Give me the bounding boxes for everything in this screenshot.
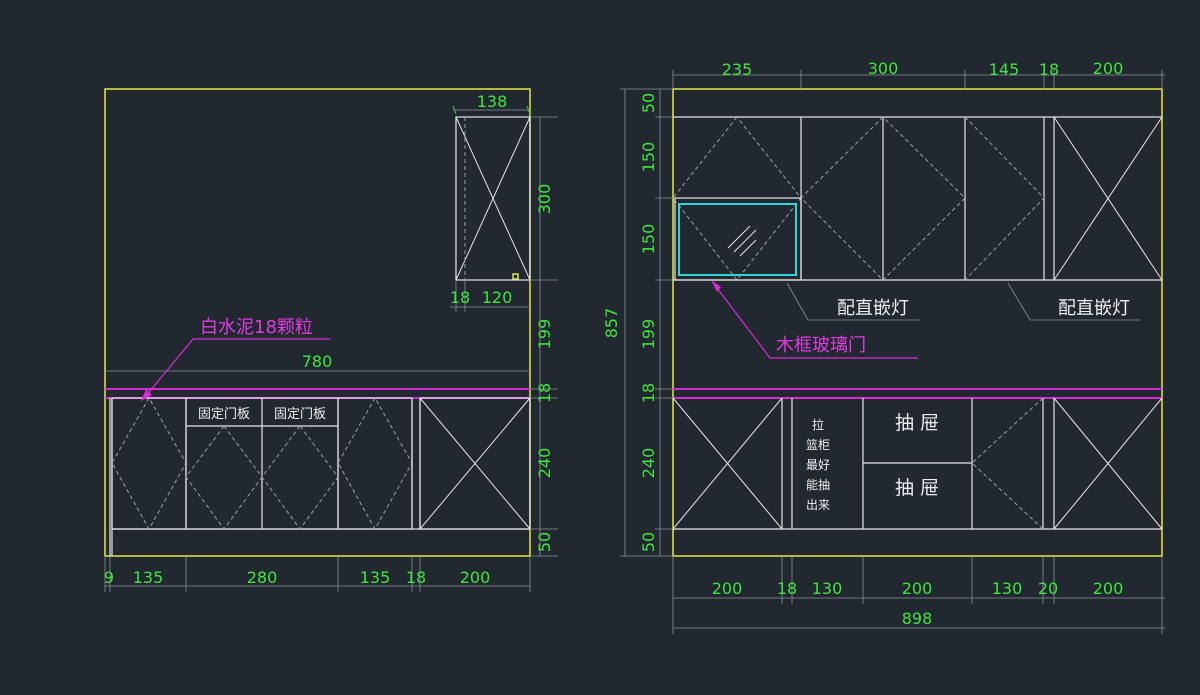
left-dim-counter-thick: 18 xyxy=(535,383,554,403)
right-glass-door xyxy=(674,197,802,281)
left-dim-bottom-b: 120 xyxy=(482,288,513,307)
left-dim-b1: 9 xyxy=(104,568,114,587)
right-basket-label-2: 篮柜 xyxy=(806,437,830,452)
left-dim-gap: 199 xyxy=(535,319,554,350)
left-base-door-2 xyxy=(337,397,413,530)
right-upper-door-1 xyxy=(672,116,802,281)
right-drawer-label-1: 抽 屉 xyxy=(895,412,939,434)
left-dim-top-cab-height: 300 xyxy=(535,184,554,215)
right-dim-v4: 199 xyxy=(639,319,658,350)
left-dim-b2: 135 xyxy=(133,568,164,587)
right-dim-t4: 18 xyxy=(1039,60,1059,79)
right-dim-total-width: 898 xyxy=(902,609,933,628)
left-base-door-1 xyxy=(111,397,187,530)
left-fixed-panel-label-2: 固定门板 xyxy=(274,407,326,422)
right-dim-t5: 200 xyxy=(1093,59,1124,78)
right-basket-label-1: 拉 xyxy=(812,417,824,432)
right-dim-v5: 18 xyxy=(639,383,658,403)
right-outline xyxy=(672,88,1163,557)
right-upper-door-3 xyxy=(964,116,1045,281)
left-dim-b6: 200 xyxy=(460,568,491,587)
left-dim-base-height: 240 xyxy=(535,448,554,479)
left-dim-counter-width: 780 xyxy=(302,352,333,371)
left-fixed-panel-label-1: 固定门板 xyxy=(198,407,250,422)
right-basket-label-5: 出来 xyxy=(806,498,830,512)
right-dim-b3: 130 xyxy=(812,579,843,598)
right-dim-t3: 145 xyxy=(989,60,1020,79)
right-dim-b6: 20 xyxy=(1038,579,1058,598)
left-dim-b5: 18 xyxy=(406,568,426,587)
right-light-label-2: 配直嵌灯 xyxy=(1058,298,1130,319)
right-dim-b2: 18 xyxy=(777,579,797,598)
right-dim-v7: 50 xyxy=(639,532,658,552)
right-light-label-1: 配直嵌灯 xyxy=(837,298,909,319)
left-dim-plinth: 50 xyxy=(535,532,554,552)
right-dim-b5: 130 xyxy=(992,579,1023,598)
left-upper-cabinet xyxy=(455,116,531,281)
right-dim-t2: 300 xyxy=(868,59,899,78)
right-basket-label-4: 能抽 xyxy=(806,478,830,492)
right-dim-b1: 200 xyxy=(712,579,743,598)
right-drawer-label-2: 抽 屉 xyxy=(895,477,939,499)
left-base-door-3 xyxy=(419,397,531,530)
right-dim-v3: 150 xyxy=(639,224,658,255)
left-dim-top-cab-width: 138 xyxy=(477,92,508,111)
left-dim-bottom-a: 18 xyxy=(450,288,470,307)
right-dim-v1: 50 xyxy=(639,93,658,113)
right-dim-v2: 150 xyxy=(639,142,658,173)
left-elevation: 138 300 18 120 199 780 18 240 50 9 135 2… xyxy=(104,88,558,592)
right-dim-v6: 240 xyxy=(639,448,658,479)
left-outline xyxy=(104,88,531,557)
right-elevation: 235 300 145 18 200 50 150 150 199 18 240… xyxy=(602,59,1165,634)
left-dim-b4: 135 xyxy=(360,568,391,587)
right-dim-t1: 235 xyxy=(722,60,753,79)
right-upper-door-2 xyxy=(800,116,966,281)
right-dim-total-height: 857 xyxy=(602,308,621,339)
left-dim-b3: 280 xyxy=(247,568,278,587)
right-basket-label-3: 最好 xyxy=(806,458,830,472)
left-material-label: 白水泥18颗粒 xyxy=(200,317,313,338)
right-glass-door-label: 木框玻璃门 xyxy=(776,335,866,356)
right-dim-b4: 200 xyxy=(902,579,933,598)
right-dim-b7: 200 xyxy=(1093,579,1124,598)
